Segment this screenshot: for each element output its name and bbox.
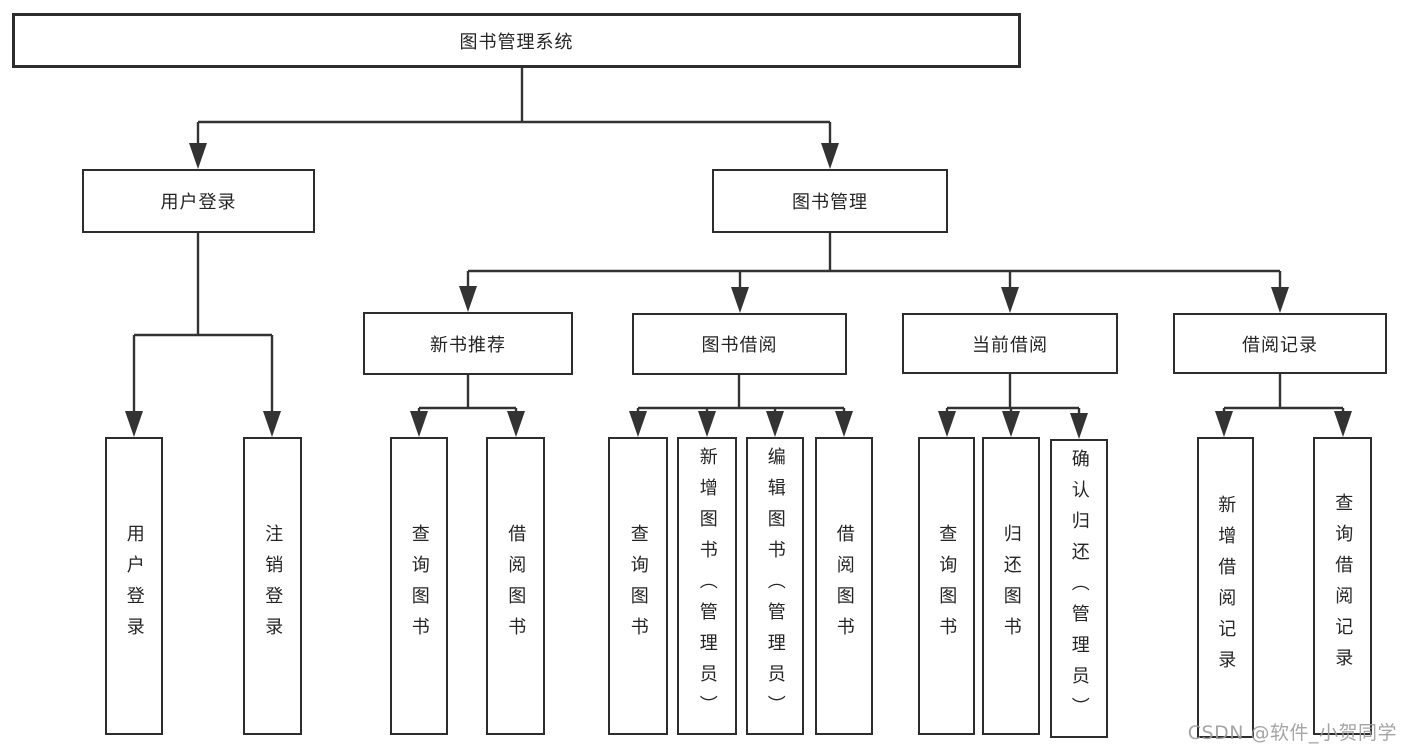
node-book-management: 图书管理 [712,169,948,233]
node-new-book-recommend: 新书推荐 [363,312,573,375]
leaf-logout-login: 注销登录 [243,437,302,735]
node-label: 查询图书 [627,524,649,648]
node-label: 当前借阅 [972,334,1048,356]
node-user-login: 用户登录 [82,169,315,233]
node-label: 确认归还（管理员） [1068,449,1090,728]
leaf-borrow-query-book: 查询图书 [608,437,668,735]
leaf-borrow-edit-book-admin: 编辑图书（管理员） [746,437,804,735]
node-label: 注销登录 [262,524,284,648]
connector-book-management-to-level3 [459,233,1289,313]
connector-new-book-recommend-to-leaves [410,374,525,437]
connector-root-to-level2 [189,68,839,169]
node-book-borrow: 图书借阅 [632,313,847,375]
leaf-borrow-add-book-admin: 新增图书（管理员） [677,437,737,735]
node-label: 新增图书（管理员） [696,446,718,726]
node-label: 查询图书 [408,524,430,648]
node-label: 图书借阅 [701,335,778,356]
node-library-management-system: 图书管理系统 [12,13,1021,68]
leaf-user-login: 用户登录 [105,437,163,735]
node-label: 查询图书 [936,524,958,648]
leaf-records-add-borrow-record: 新增借阅记录 [1197,437,1254,738]
node-label: 借阅图书 [505,524,527,648]
connector-borrow-records-to-leaves [1215,374,1352,437]
node-label: 新书推荐 [430,334,506,356]
connector-current-borrow-to-leaves [938,374,1088,439]
node-label: 查询借阅记录 [1332,493,1354,679]
csdn-watermark: CSDN @软件_小贺同学 [1187,722,1397,744]
leaf-current-confirm-return-admin: 确认归还（管理员） [1050,439,1108,738]
node-borrow-records: 借阅记录 [1173,313,1387,374]
node-current-borrow: 当前借阅 [902,313,1118,374]
node-label: 图书管理系统 [459,31,574,53]
node-label: 用户登录 [160,192,237,213]
leaf-recommend-query-book: 查询图书 [390,437,448,735]
node-label: 借阅图书 [833,524,855,648]
connector-user-login-to-leaves [125,232,281,437]
node-label: 编辑图书（管理员） [764,446,786,726]
node-label: 借阅记录 [1242,334,1318,356]
leaf-current-return-book: 归还图书 [982,437,1040,735]
node-label: 归还图书 [1000,524,1022,648]
leaf-records-query-borrow-record: 查询借阅记录 [1313,437,1372,735]
leaf-current-query-book: 查询图书 [918,437,975,735]
connector-book-borrow-to-leaves [629,375,853,437]
node-label: 图书管理 [792,192,868,213]
leaf-recommend-borrow-book: 借阅图书 [486,437,545,735]
node-label: 用户登录 [123,524,145,648]
leaf-borrow-borrow-book: 借阅图书 [815,437,873,735]
node-label: 新增借阅记录 [1215,494,1237,681]
